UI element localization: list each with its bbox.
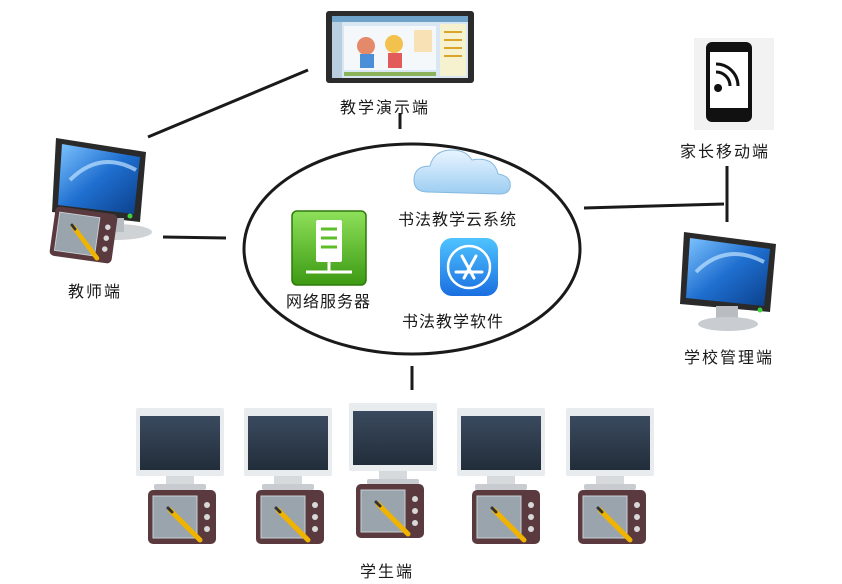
student-tablet-2 [256, 490, 324, 544]
connection-lines [147, 68, 729, 390]
cloud-hub-ellipse [242, 142, 582, 356]
student-tablet-4 [472, 490, 540, 544]
student-tablet-3 [356, 484, 424, 538]
teacher-tablet-icon [49, 206, 118, 264]
line-hub-school [583, 202, 725, 210]
label-school-admin: 学校管理端 [684, 348, 775, 367]
label-parent-mobile: 家长移动端 [680, 142, 771, 161]
label-teaching-display: 教学演示端 [340, 98, 431, 117]
student-monitor-4 [457, 408, 545, 490]
line-teacher-hub [162, 235, 227, 240]
label-cloud-system: 书法教学云系统 [398, 210, 518, 229]
label-network-server: 网络服务器 [286, 292, 372, 311]
student-workstations [136, 403, 654, 544]
label-teacher: 教师端 [68, 282, 123, 301]
label-student: 学生端 [360, 562, 415, 581]
student-monitor-1 [136, 408, 224, 490]
student-monitor-5 [566, 408, 654, 490]
student-monitor-2 [244, 408, 332, 490]
cloud-icon [413, 149, 511, 195]
smartphone-icon [694, 38, 774, 130]
teaching-display-screen [326, 11, 474, 83]
app-store-icon [440, 238, 498, 296]
student-tablet-1 [148, 490, 216, 544]
student-monitor-3 [349, 403, 437, 485]
school-monitor [680, 232, 776, 331]
line-teacher-display [147, 68, 309, 139]
student-tablet-5 [578, 490, 646, 544]
label-software: 书法教学软件 [402, 312, 505, 331]
server-icon [291, 210, 367, 286]
